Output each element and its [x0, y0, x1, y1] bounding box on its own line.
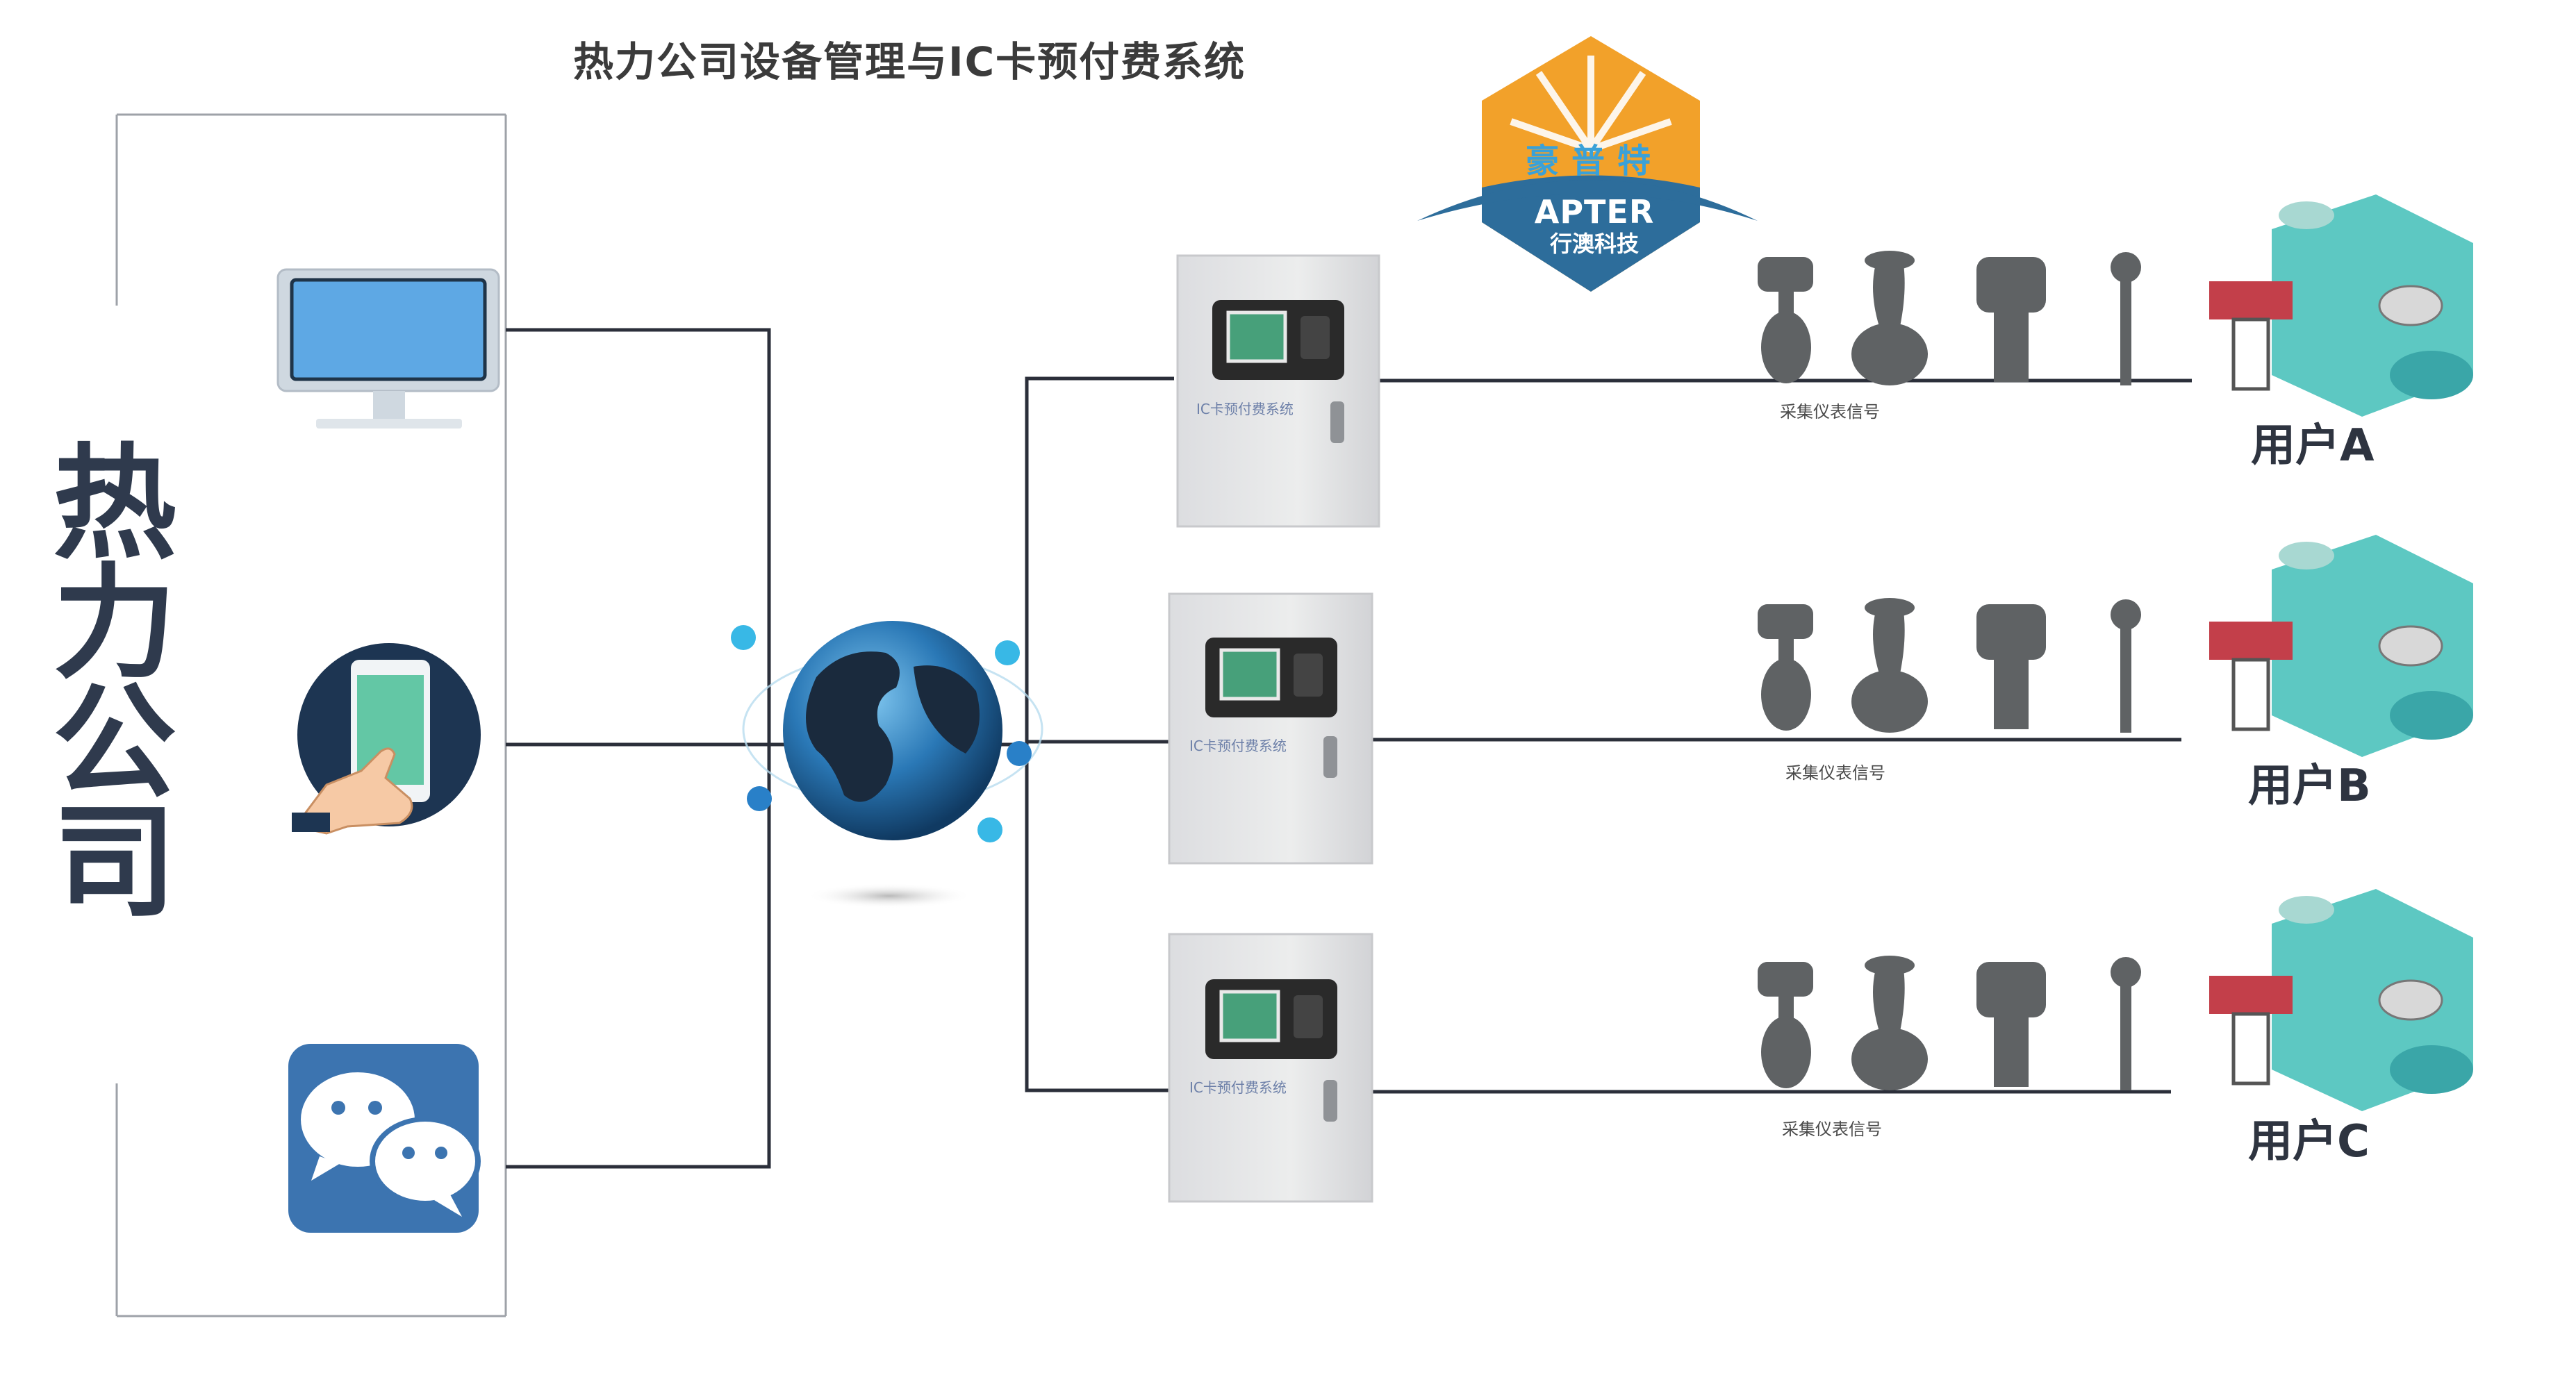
company-char: 热: [53, 432, 176, 576]
user-label-a: 用户A: [2251, 420, 2375, 472]
logo-sub-text: 行澳科技: [1549, 231, 1639, 257]
diagram-title: 热力公司设备管理与IC卡预付费系统: [573, 38, 1246, 85]
company-char: 力: [53, 551, 176, 695]
logo-cn-text: 豪普特: [1525, 142, 1663, 181]
globe-icon: [731, 621, 1043, 908]
user-label-c: 用户C: [2248, 1116, 2370, 1167]
monitor-icon: [276, 268, 500, 429]
factory-icon: [2209, 889, 2473, 1111]
instrument-row: [1758, 598, 2141, 733]
cabinet-label: IC卡预付费系统: [1189, 738, 1287, 754]
ic-cabinet: [1168, 592, 1373, 865]
ic-cabinet: [1176, 254, 1380, 528]
factory-icon: [2209, 194, 2473, 417]
phone-touch-icon: [292, 643, 481, 835]
company-frame: [115, 113, 507, 1317]
signal-label: 采集仪表信号: [1780, 402, 1880, 422]
factory-icon: [2209, 535, 2473, 757]
instrument-row: [1758, 251, 2141, 385]
company-char: 司: [53, 790, 176, 934]
signal-label: 采集仪表信号: [1785, 763, 1885, 783]
company-label: 热 力 公 司: [49, 432, 181, 934]
instrument-row: [1758, 956, 2141, 1090]
signal-label: 采集仪表信号: [1782, 1120, 1882, 1139]
cabinet-label: IC卡预付费系统: [1196, 401, 1294, 417]
user-label-b: 用户B: [2248, 760, 2371, 812]
cabinet-label: IC卡预付费系统: [1189, 1079, 1287, 1096]
company-char: 公: [53, 671, 176, 815]
ic-cabinet: [1168, 933, 1373, 1203]
logo-brand-text: APTER: [1534, 193, 1655, 231]
wechat-icon: [288, 1044, 481, 1233]
apter-logo: [1417, 36, 1758, 292]
